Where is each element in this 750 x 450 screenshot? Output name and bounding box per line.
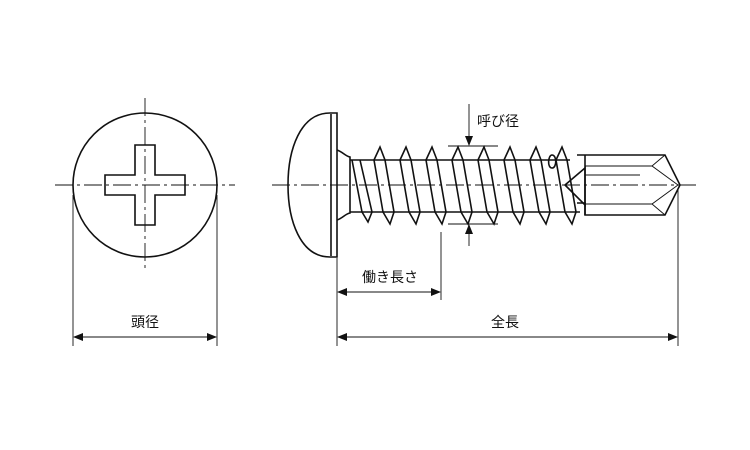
total-length-label: 全長 [491,314,519,331]
screw-side-view [272,112,700,258]
head-circle [72,112,218,258]
thread-start [351,159,373,224]
head-diameter-dimension: 頭径 [72,195,218,346]
thread-crest [477,144,499,226]
effective-length-label: 働き長さ [362,270,418,286]
thread-crest [529,144,551,226]
head-diameter-label: 頭径 [131,315,159,331]
thread-crest [399,144,421,226]
nominal-diameter-label: 呼び径 [477,114,519,130]
head-top-view [55,98,235,272]
thread-crest [451,144,473,226]
thread-crest [555,144,577,226]
thread-crest [373,144,395,226]
thread-crest [503,144,525,226]
thread [351,144,577,226]
pan-head [287,112,338,258]
thread-crest [425,144,447,226]
phillips-recess-icon [104,144,186,226]
nominal-diameter-dimension: 呼び径 [448,104,519,246]
total-length-dimension: 全長 [337,190,679,346]
effective-length-dimension: 働き長さ [336,232,442,346]
